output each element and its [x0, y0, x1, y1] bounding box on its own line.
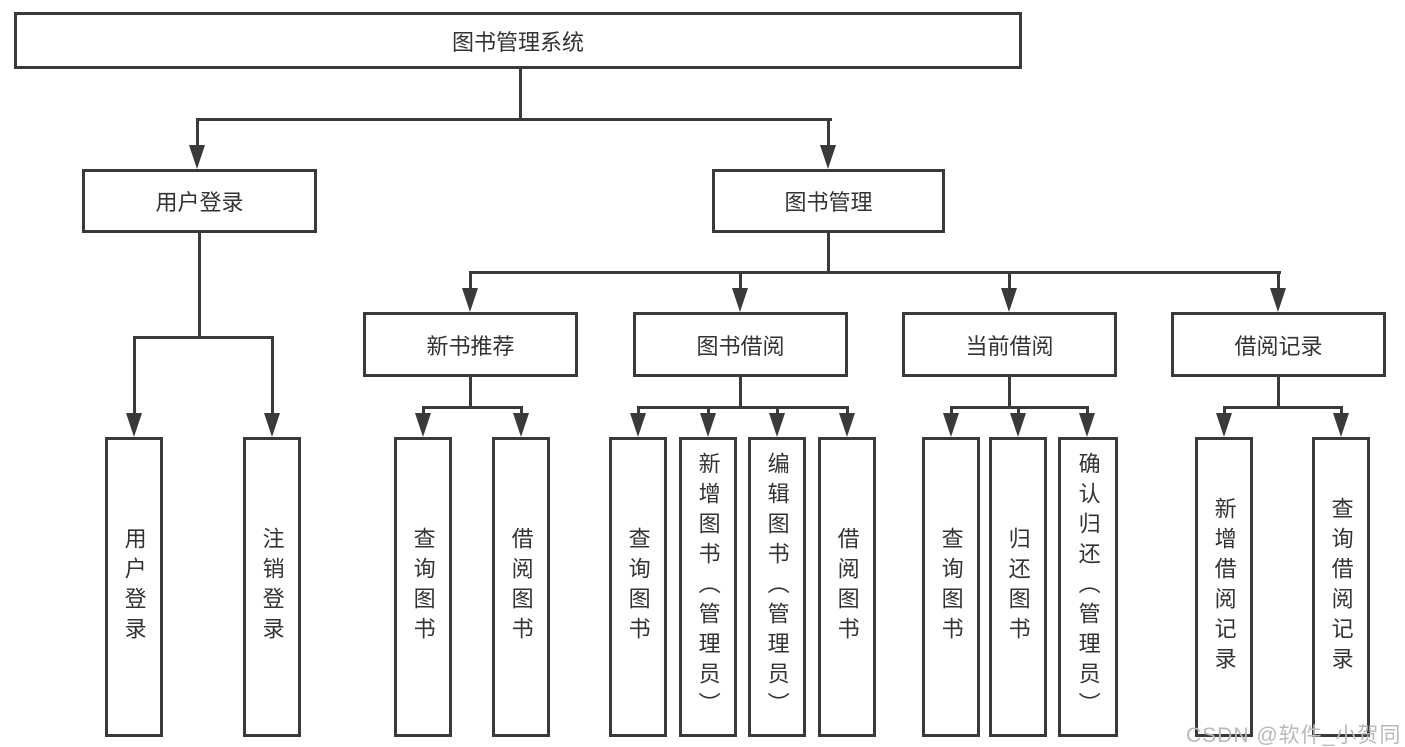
arrow-down-icon: [1010, 413, 1026, 437]
connector-line: [469, 271, 1281, 274]
leaf-query-borrow-record-label: 查询借阅记录: [1328, 497, 1354, 677]
node-book-management-label: 图书管理: [784, 190, 873, 215]
connector-line: [1340, 406, 1343, 416]
node-current-borrow-label: 当前借阅: [965, 333, 1054, 359]
leaf-borrow-query-books: 查询图书: [609, 437, 667, 737]
connector-line: [422, 406, 523, 409]
arrow-down-icon: [513, 413, 529, 437]
node-new-book-recommend: 新书推荐: [363, 312, 578, 377]
connector-line: [1223, 406, 1226, 416]
connector-line: [637, 406, 849, 409]
node-book-borrow-label: 图书借阅: [696, 333, 785, 359]
node-book-management: 图书管理: [712, 169, 945, 233]
connector-line: [519, 68, 522, 121]
arrow-down-icon: [415, 413, 431, 437]
node-new-book-recommend-label: 新书推荐: [426, 333, 515, 359]
arrow-down-icon: [264, 413, 280, 437]
node-user-login: 用户登录: [82, 169, 317, 233]
arrow-down-icon: [630, 413, 646, 437]
node-user-login-label: 用户登录: [155, 190, 244, 215]
connector-line: [950, 406, 953, 416]
connector-line: [846, 406, 849, 416]
connector-line: [1008, 377, 1011, 408]
connector-line: [776, 406, 779, 416]
connector-line: [739, 377, 742, 408]
leaf-return-books-label: 归还图书: [1005, 527, 1031, 647]
connector-line: [520, 406, 523, 416]
leaf-edit-books-admin-label: 编辑图书（管理员）: [764, 452, 790, 722]
leaf-confirm-return-admin: 确认归还（管理员）: [1058, 437, 1118, 737]
watermark: CSDN @软件_小贺同学: [1186, 724, 1402, 747]
connector-line: [469, 377, 472, 408]
arrow-down-icon: [462, 288, 478, 312]
leaf-recommend-borrow-books: 借阅图书: [492, 437, 550, 737]
arrow-down-icon: [700, 413, 716, 437]
arrow-down-icon: [1333, 413, 1349, 437]
leaf-recommend-query-books: 查询图书: [394, 437, 452, 737]
arrow-down-icon: [126, 413, 142, 437]
leaf-add-books-admin-label: 新增图书（管理员）: [695, 452, 721, 722]
connector-line: [271, 336, 274, 416]
connector-line: [739, 271, 742, 291]
leaf-borrow-query-books-label: 查询图书: [625, 527, 651, 647]
arrow-down-icon: [839, 413, 855, 437]
leaf-current-query-books: 查询图书: [922, 437, 980, 737]
leaf-user-login-label: 用户登录: [121, 527, 147, 647]
arrow-down-icon: [732, 288, 748, 312]
leaf-current-query-books-label: 查询图书: [938, 527, 964, 647]
connector-line: [1008, 271, 1011, 291]
node-borrow-records-label: 借阅记录: [1234, 333, 1323, 359]
leaf-user-login: 用户登录: [105, 437, 163, 737]
arrow-down-icon: [1079, 413, 1095, 437]
leaf-query-borrow-record: 查询借阅记录: [1312, 437, 1370, 737]
arrow-down-icon: [820, 145, 836, 169]
leaf-recommend-borrow-books-label: 借阅图书: [508, 527, 534, 647]
leaf-borrow-books: 借阅图书: [818, 437, 876, 737]
leaf-add-borrow-record-label: 新增借阅记录: [1211, 497, 1237, 677]
connector-line: [133, 336, 136, 416]
arrow-down-icon: [189, 145, 205, 169]
arrow-down-icon: [1001, 288, 1017, 312]
connector-line: [1277, 271, 1280, 291]
connector-line: [1277, 377, 1280, 408]
leaf-borrow-books-label: 借阅图书: [834, 527, 860, 647]
connector-line: [196, 118, 832, 121]
arrow-down-icon: [943, 413, 959, 437]
leaf-add-books-admin: 新增图书（管理员）: [679, 437, 737, 737]
connector-line: [637, 406, 640, 416]
connector-line: [196, 118, 199, 150]
node-borrow-records: 借阅记录: [1171, 312, 1386, 377]
connector-line: [422, 406, 425, 416]
node-library-system: 图书管理系统: [14, 12, 1022, 69]
arrow-down-icon: [769, 413, 785, 437]
leaf-edit-books-admin: 编辑图书（管理员）: [748, 437, 806, 737]
connector-line: [133, 336, 274, 339]
leaf-add-borrow-record: 新增借阅记录: [1195, 437, 1253, 737]
node-book-borrow: 图书借阅: [633, 312, 848, 377]
leaf-confirm-return-admin-label: 确认归还（管理员）: [1075, 452, 1101, 722]
connector-line: [1086, 406, 1089, 416]
leaf-logout-label: 注销登录: [259, 527, 285, 647]
arrow-down-icon: [1216, 413, 1232, 437]
connector-line: [827, 118, 830, 150]
connector-line: [707, 406, 710, 416]
connector-line: [827, 233, 830, 273]
connector-line: [1223, 406, 1343, 409]
leaf-recommend-query-books-label: 查询图书: [410, 527, 436, 647]
leaf-return-books: 归还图书: [989, 437, 1047, 737]
leaf-logout: 注销登录: [243, 437, 301, 737]
node-current-borrow: 当前借阅: [902, 312, 1117, 377]
connector-line: [1017, 406, 1020, 416]
connector-line: [469, 271, 472, 291]
connector-line: [198, 233, 201, 338]
arrow-down-icon: [1270, 288, 1286, 312]
node-library-system-label: 图书管理系统: [451, 29, 584, 55]
